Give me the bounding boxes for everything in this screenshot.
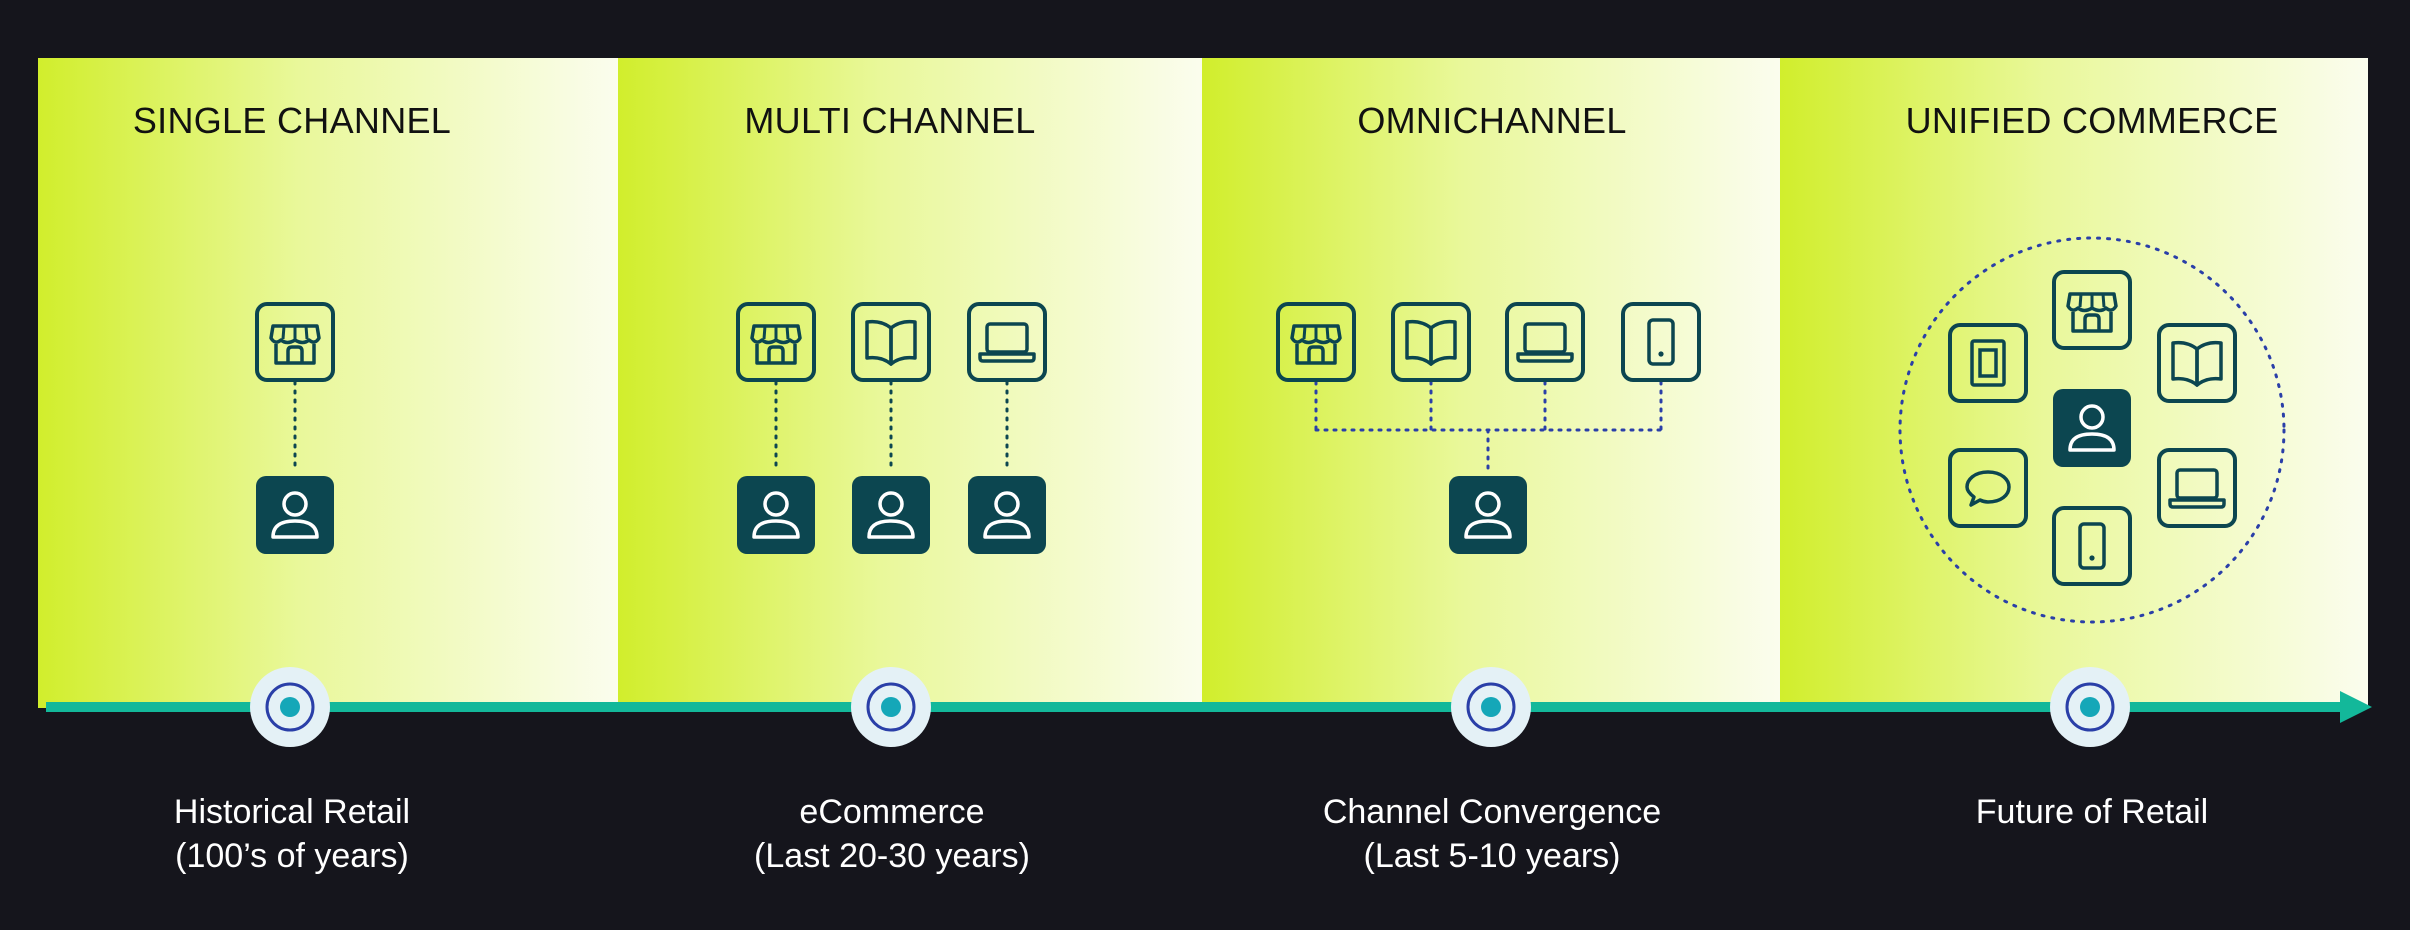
kiosk-icon <box>1948 323 2028 403</box>
store-icon <box>255 302 335 382</box>
chat-icon <box>1948 448 2028 528</box>
timeline-arrowhead <box>2340 691 2372 723</box>
store-icon <box>736 302 816 382</box>
caption-line: Historical Retail <box>173 793 411 831</box>
stage-caption: Future of Retail <box>1792 790 2392 834</box>
stage-title: SINGLE CHANNEL <box>132 100 452 141</box>
caption-line: (Last 20-30 years) <box>754 837 1030 875</box>
mobile-icon <box>1621 302 1701 382</box>
laptop-icon <box>967 302 1047 382</box>
milestone-marker <box>1449 665 1533 749</box>
caption-line: Future of Retail <box>1975 793 2209 831</box>
caption-line: Channel Convergence <box>1322 793 1662 831</box>
milestone-marker <box>248 665 332 749</box>
stage-panel-multi-channel <box>618 58 1202 708</box>
stage-panel-single-channel <box>38 58 618 708</box>
stage-caption: Channel Convergence (Last 5-10 years) <box>1192 790 1792 878</box>
customer-icon <box>254 474 336 556</box>
catalog-icon <box>851 302 931 382</box>
stage-panel-unified-commerce <box>1780 58 2368 708</box>
customer-icon <box>1447 474 1529 556</box>
customer-icon <box>2051 387 2133 469</box>
stage-title: UNIFIED COMMERCE <box>1905 100 2279 141</box>
customer-icon <box>966 474 1048 556</box>
stage-title: MULTI CHANNEL <box>744 100 1036 141</box>
stage-caption: eCommerce (Last 20-30 years) <box>592 790 1192 878</box>
catalog-icon <box>2157 323 2237 403</box>
milestone-marker <box>2048 665 2132 749</box>
caption-line: eCommerce <box>799 793 985 831</box>
store-icon <box>1276 302 1356 382</box>
stage-panel-omnichannel <box>1202 58 1780 708</box>
catalog-icon <box>1391 302 1471 382</box>
stage-caption: Historical Retail (100’s of years) <box>0 790 592 878</box>
store-icon <box>2052 270 2132 350</box>
stage-title: OMNICHANNEL <box>1357 100 1627 141</box>
unified-ring <box>1898 236 2286 624</box>
caption-line: (100’s of years) <box>175 837 409 875</box>
milestone-marker <box>849 665 933 749</box>
customer-icon <box>850 474 932 556</box>
laptop-icon <box>2157 448 2237 528</box>
mobile-icon <box>2052 506 2132 586</box>
customer-icon <box>735 474 817 556</box>
omnichannel-connector <box>1314 380 1663 474</box>
caption-line: (Last 5-10 years) <box>1363 837 1621 875</box>
laptop-icon <box>1505 302 1585 382</box>
